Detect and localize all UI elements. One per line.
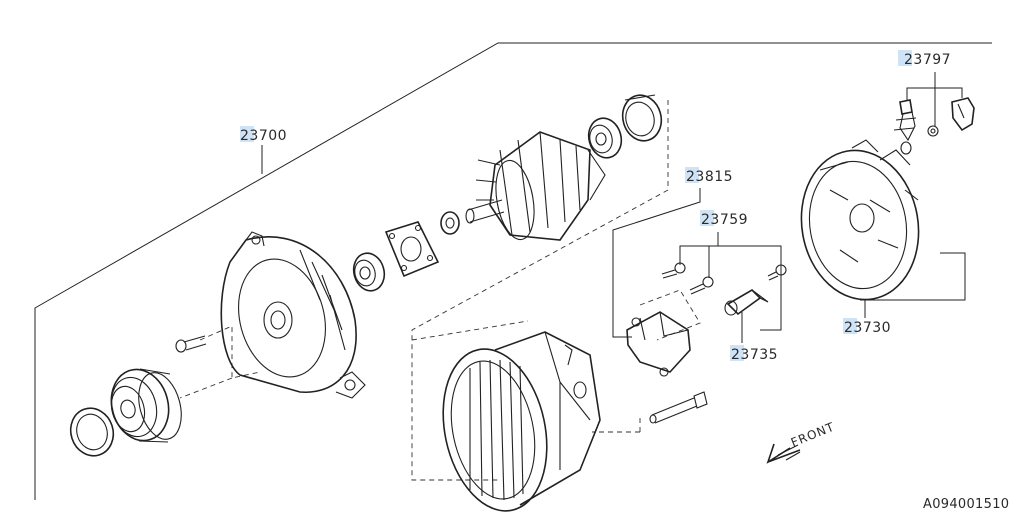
label-highlight-23730	[843, 318, 857, 334]
part-label-23700: 23700	[240, 128, 287, 144]
rear-bearing	[587, 117, 623, 159]
label-highlight-23797	[898, 50, 912, 66]
spacer-collar	[440, 211, 460, 235]
part-label-23797: 23797	[904, 52, 951, 68]
regulator-screws	[661, 262, 787, 295]
rotor	[465, 131, 606, 241]
stator-rear-frame	[442, 331, 601, 512]
label-highlight-23815	[685, 167, 699, 183]
label-highlight-23735	[730, 345, 744, 361]
front-bolt	[175, 335, 207, 353]
retainer-plate	[384, 221, 440, 278]
part-label-23759: 23759	[701, 212, 748, 228]
drawing-code: A094001510	[923, 497, 1009, 512]
alignment-dashes	[179, 100, 701, 481]
front-seal-ring	[69, 407, 115, 457]
part-label-23735: 23735	[731, 347, 778, 363]
pulley	[110, 368, 182, 443]
through-bolt	[649, 391, 708, 424]
leader-lines	[261, 72, 966, 343]
label-highlight-23700	[240, 126, 254, 142]
terminal-parts	[893, 97, 975, 155]
rear-cover	[800, 139, 920, 301]
label-highlight-23759	[700, 210, 714, 226]
brush-holder	[724, 288, 769, 316]
front-direction-arrow: FRONT	[766, 420, 837, 464]
part-label-23730: 23730	[844, 320, 891, 336]
part-label-23815: 23815	[686, 169, 733, 185]
front-housing	[220, 231, 366, 399]
bearing-cap-ring	[621, 94, 663, 142]
front-bearing	[352, 252, 386, 292]
front-direction-label: FRONT	[789, 420, 837, 450]
regulator	[626, 311, 691, 377]
assembly-boundary	[34, 42, 992, 500]
